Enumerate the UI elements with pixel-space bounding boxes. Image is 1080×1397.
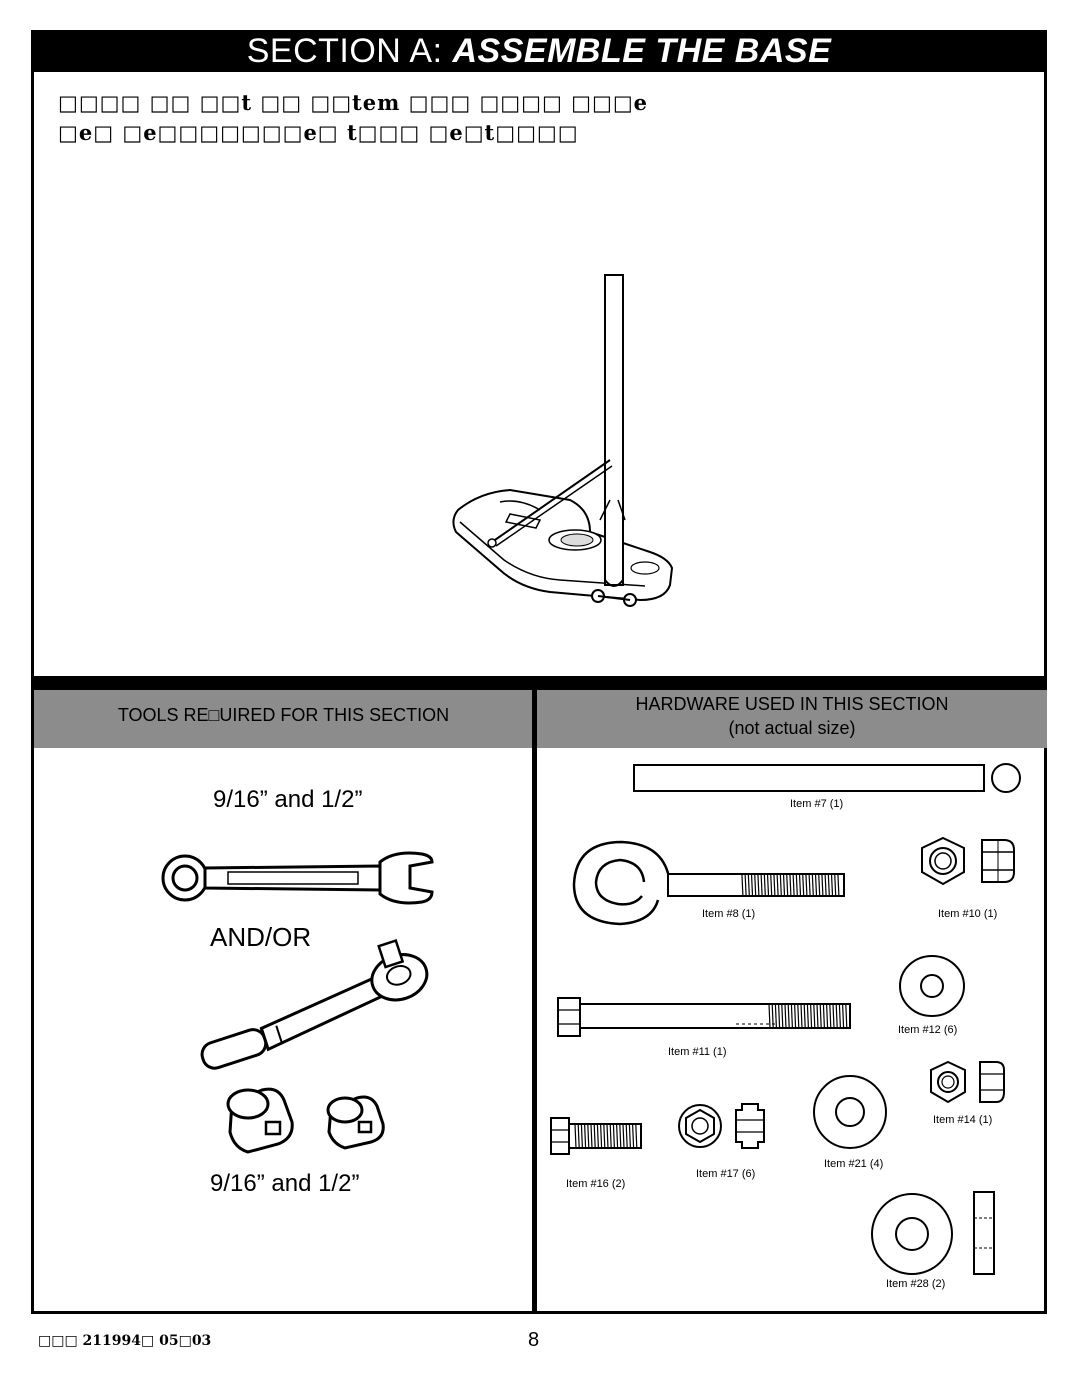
tools-heading: TOOLS RE□UIRED FOR THIS SECTION (34, 690, 533, 748)
hardware-subheading: (not actual size) (728, 718, 856, 738)
page-number: 8 (528, 1329, 540, 1351)
socket-large-icon (226, 1087, 294, 1154)
section-prefix: SECTION A: (246, 32, 453, 70)
item28-spacer-washer-icon (871, 1191, 995, 1275)
item14-hex-nut-icon (930, 1060, 1005, 1104)
intro-line-1: □□□□ □□ □□t □□ □□tem □□□ □□□□ □□□e (58, 90, 649, 115)
section-title: ASSEMBLE THE BASE (452, 32, 832, 70)
item12-label: Item #12 (6) (898, 1024, 958, 1036)
item12-washer-icon (899, 955, 965, 1017)
socket-small-icon (326, 1095, 385, 1150)
wrench-size-label: 9/16” and 1/2” (213, 786, 363, 813)
item16-label: Item #16 (2) (566, 1178, 626, 1190)
item28-label: Item #28 (2) (886, 1278, 946, 1290)
thread-lines (741, 873, 840, 897)
item14-label: Item #14 (1) (933, 1114, 993, 1126)
section-header: SECTION A: ASSEMBLE THE BASE (31, 30, 1047, 72)
document-code: □□□ 211994□ 05□03 (38, 1333, 212, 1349)
ratchet-wrench-icon (200, 938, 429, 1070)
intro-line-2: □e□ □e□□□□□□□e□ t□□□ □e□t□□□□ (58, 120, 579, 145)
hardware-heading-box: HARDWARE USED IN THIS SECTION (not actua… (537, 690, 1047, 748)
item17-flange-nut-icon (678, 1103, 765, 1149)
item21-washer-icon (813, 1075, 887, 1149)
combination-wrench-icon (161, 851, 434, 905)
column-divider (532, 690, 537, 1314)
intro-text: □□□□ □□ □□t □□ □□tem □□□ □□□□ □□□e □e□ □… (58, 88, 958, 148)
item7-rod-icon (633, 763, 1021, 793)
item11-label: Item #11 (1) (668, 1046, 727, 1058)
item11-hex-bolt-icon (557, 997, 851, 1037)
item16-short-bolt-icon (550, 1117, 642, 1155)
item10-label: Item #10 (1) (938, 908, 998, 920)
item17-label: Item #17 (6) (696, 1168, 756, 1180)
item21-label: Item #21 (4) (824, 1158, 884, 1170)
hardware-heading: HARDWARE USED IN THIS SECTION (635, 694, 949, 714)
socket-size-label: 9/16” and 1/2” (210, 1170, 360, 1197)
page-frame (31, 30, 1047, 1314)
item10-hex-nut-icon (921, 836, 1015, 886)
base-assembly-illustration (452, 274, 674, 607)
thread-lines (768, 1003, 848, 1029)
item7-label: Item #7 (1) (790, 798, 844, 810)
section-divider (31, 676, 1047, 690)
item8-eye-bolt-icon (572, 840, 845, 926)
item8-label: Item #8 (1) (702, 908, 756, 920)
and-or-label: AND/OR (210, 922, 312, 952)
thread-lines (574, 1123, 638, 1149)
